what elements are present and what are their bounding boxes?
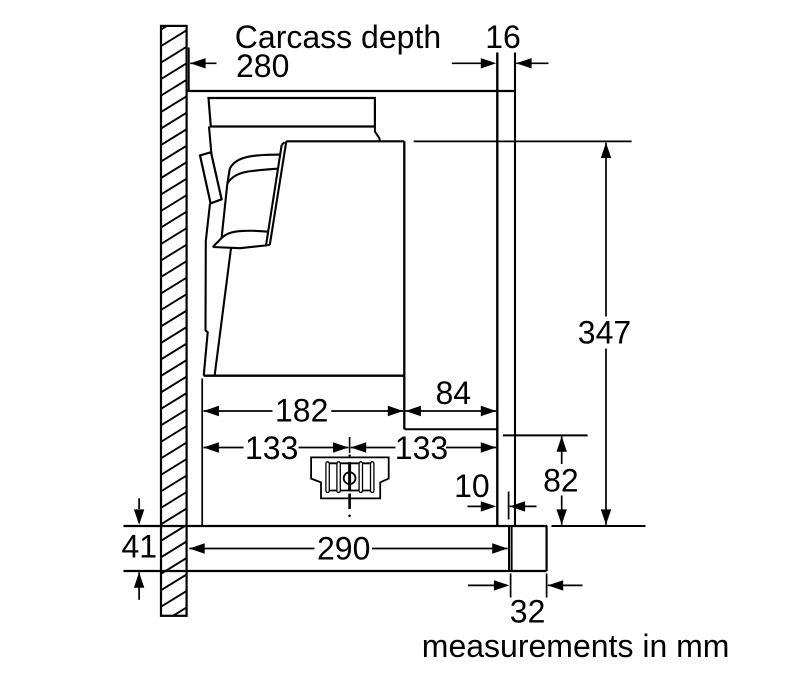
svg-text:41: 41 xyxy=(122,529,158,565)
svg-text:133: 133 xyxy=(245,430,298,466)
svg-text:133: 133 xyxy=(395,430,448,466)
svg-text:measurements in mm: measurements in mm xyxy=(422,628,730,664)
svg-text:290: 290 xyxy=(317,530,370,566)
svg-text:82: 82 xyxy=(543,462,579,498)
svg-text:182: 182 xyxy=(275,393,328,429)
svg-text:347: 347 xyxy=(578,315,631,351)
svg-text:84: 84 xyxy=(436,375,472,411)
svg-text:16: 16 xyxy=(485,19,521,55)
svg-text:10: 10 xyxy=(454,468,490,504)
svg-text:32: 32 xyxy=(510,594,546,630)
svg-text:280: 280 xyxy=(236,48,289,84)
svg-text:Carcass depth: Carcass depth xyxy=(235,19,441,55)
